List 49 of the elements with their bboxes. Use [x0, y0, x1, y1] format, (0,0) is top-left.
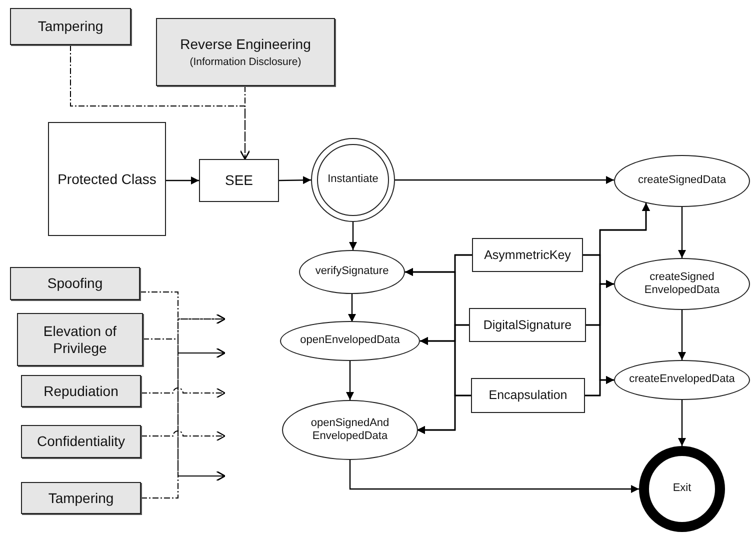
node-label: createSignedData	[636, 174, 728, 188]
node-label: Tampering	[36, 18, 104, 35]
arrow	[678, 207, 686, 258]
dash-dot-arrow	[140, 470, 226, 498]
threat-box	[21, 482, 141, 514]
process-box	[472, 238, 583, 272]
subtitle-text: (Information Disclosure)	[188, 56, 302, 68]
arrow	[166, 176, 199, 184]
node-label: Reverse Engineering	[179, 36, 312, 53]
process-box	[469, 308, 586, 342]
node-label: Elevation of Privilege	[42, 322, 118, 356]
arrow	[395, 176, 614, 184]
threat-box	[156, 18, 335, 86]
node-label: Spoofing	[46, 275, 104, 292]
arrow	[678, 310, 686, 360]
node-label: Exit	[672, 482, 692, 496]
node-label: Tampering	[47, 490, 115, 506]
dash-dot-arrow	[240, 86, 250, 160]
node-label: Confidentiality	[36, 433, 126, 450]
arrow	[349, 460, 639, 493]
node-label: Protected Class	[56, 170, 158, 188]
threat-box	[21, 375, 141, 407]
arrow	[278, 176, 312, 184]
threat-box	[17, 313, 143, 366]
threat-box	[10, 8, 131, 45]
node-label: AsymmetricKey	[483, 248, 572, 262]
node-label: createEnvelopedData	[628, 373, 736, 387]
node-label: Repudiation	[42, 382, 120, 400]
arrow	[348, 294, 356, 322]
arrow	[417, 394, 471, 434]
node-label: DigitalSignature	[482, 318, 573, 332]
process-box	[48, 122, 166, 236]
dash-dot-arrow	[140, 430, 226, 442]
node-label: createSigned EnvelopedData	[643, 270, 721, 298]
node-label: openEnvelopedData	[299, 334, 401, 348]
arrow	[585, 376, 614, 396]
node-label: SEE	[224, 172, 254, 189]
threat-box	[21, 425, 141, 458]
arrow	[346, 361, 354, 400]
node-label: openSignedAnd EnvelopedData	[310, 416, 390, 444]
node-label: verifySignature	[314, 265, 390, 279]
threat-box	[10, 267, 140, 300]
node-label: Encapsulation	[488, 388, 568, 403]
process-box	[199, 159, 279, 202]
dash-dot-arrow	[140, 388, 226, 398]
node-label: Instantiate	[326, 173, 380, 187]
process-box	[471, 378, 585, 413]
arrow	[678, 400, 686, 446]
arrow	[349, 222, 357, 250]
